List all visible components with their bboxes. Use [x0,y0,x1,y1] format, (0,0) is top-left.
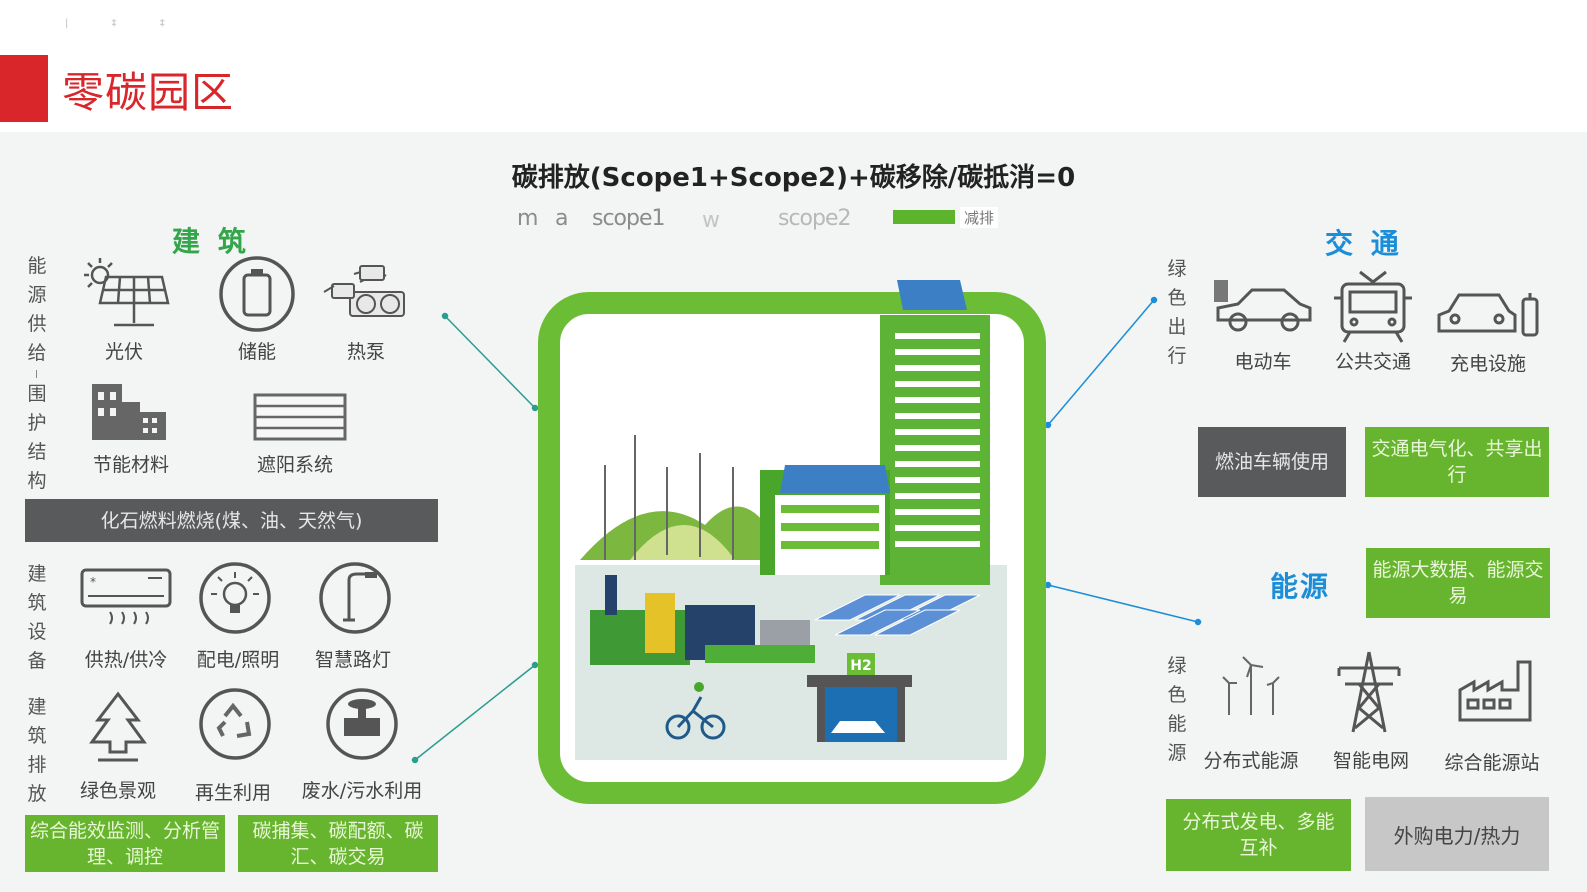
zero-carbon-park-illustration: H2 [538,280,1046,804]
purchased-power-box: 外购电力/热力 [1365,797,1549,871]
electric-car-icon [1214,280,1312,332]
energy-bigdata-box: 能源大数据、能源交易 [1366,548,1550,618]
vertical-divider [36,370,37,378]
energy-heading: 能源 [1270,570,1331,603]
battery-storage-icon [219,256,295,332]
building-material-icon [92,384,166,440]
carbon-formula: 碳排放(Scope1+Scope2)+碳移除/碳抵消=0 [511,163,1076,193]
hydrogen-sign: H2 [850,658,871,674]
legend-scope2: scope2 [778,206,852,231]
legend-a: a [555,206,569,231]
legend-m: m [517,206,539,231]
solar-panel-icon [84,258,170,327]
traffic-electrify-box: 交通电气化、共享出行 [1365,427,1549,497]
smart-grid-label: 智能电网 [1332,750,1409,772]
ev-label: 电动车 [1234,351,1292,373]
energy-supply-vertical-label: 能源供给 [27,255,47,364]
bus-label: 公共交通 [1334,351,1411,373]
power-light-label: 配电/照明 [196,649,280,671]
pv-label: 光伏 [104,341,143,363]
traffic-heading: 交 通 [1325,227,1403,260]
street-lamp-icon [319,562,391,634]
legend-reduction-swatch [893,210,955,224]
water-valve-icon [326,688,398,760]
recycle-icon [199,688,271,760]
storage-label: 储能 [237,341,276,363]
shading-label: 遮阳系统 [256,454,333,476]
legend-reduction-label: 减排 [960,207,999,228]
heatpump-label: 热泵 [346,341,385,363]
energy-station-icon [1458,660,1532,722]
charging-station-icon [1437,293,1539,337]
legend-w: w [702,208,720,233]
equipment-vertical-label: 建筑设备 [27,563,47,672]
envelope-vertical-label: 围护结构 [27,383,47,492]
page-title: 零碳园区 [62,68,235,117]
legend-scope1: scope1 [592,206,666,231]
hvac-label: 供热/供冷 [84,649,168,671]
heat-pump-icon [323,265,405,317]
header-marks: | ‡ ‡ [65,18,185,29]
wind-turbine-icon [1222,656,1280,715]
streetlamp-label: 智慧路灯 [314,649,391,671]
distributed-energy-label: 分布式能源 [1203,750,1299,772]
green-travel-vertical-label: 绿色出行 [1167,258,1187,367]
svg-text:*: * [90,575,96,589]
air-conditioner-icon: * [80,568,172,625]
energy-station-label: 综合能源站 [1444,752,1540,774]
fuel-vehicle-box: 燃油车辆使用 [1198,427,1346,497]
multi-energy-box: 分布式发电、多能互补 [1166,799,1351,871]
charger-label: 充电设施 [1449,353,1526,375]
shading-blind-icon [253,393,347,441]
bus-icon [1334,270,1412,343]
material-label: 节能材料 [92,454,169,476]
green-energy-vertical-label: 绿色能源 [1167,655,1187,764]
tree-icon [89,691,147,762]
landscape-label: 绿色景观 [79,780,156,802]
emission-vertical-label: 建筑排放 [27,696,47,805]
light-bulb-icon [199,562,271,634]
energy-monitor-box: 综合能效监测、分析管理、调控 [25,815,225,872]
power-tower-icon [1337,651,1401,733]
building-heading: 建 筑 [172,225,250,258]
wastewater-label: 废水/污水利用 [301,780,423,802]
fossil-fuel-bar: 化石燃料燃烧(煤、油、天然气) [25,499,438,542]
recycle-label: 再生利用 [194,782,271,804]
title-accent-bar [0,55,48,122]
carbon-capture-box: 碳捕集、碳配额、碳汇、碳交易 [238,815,438,872]
